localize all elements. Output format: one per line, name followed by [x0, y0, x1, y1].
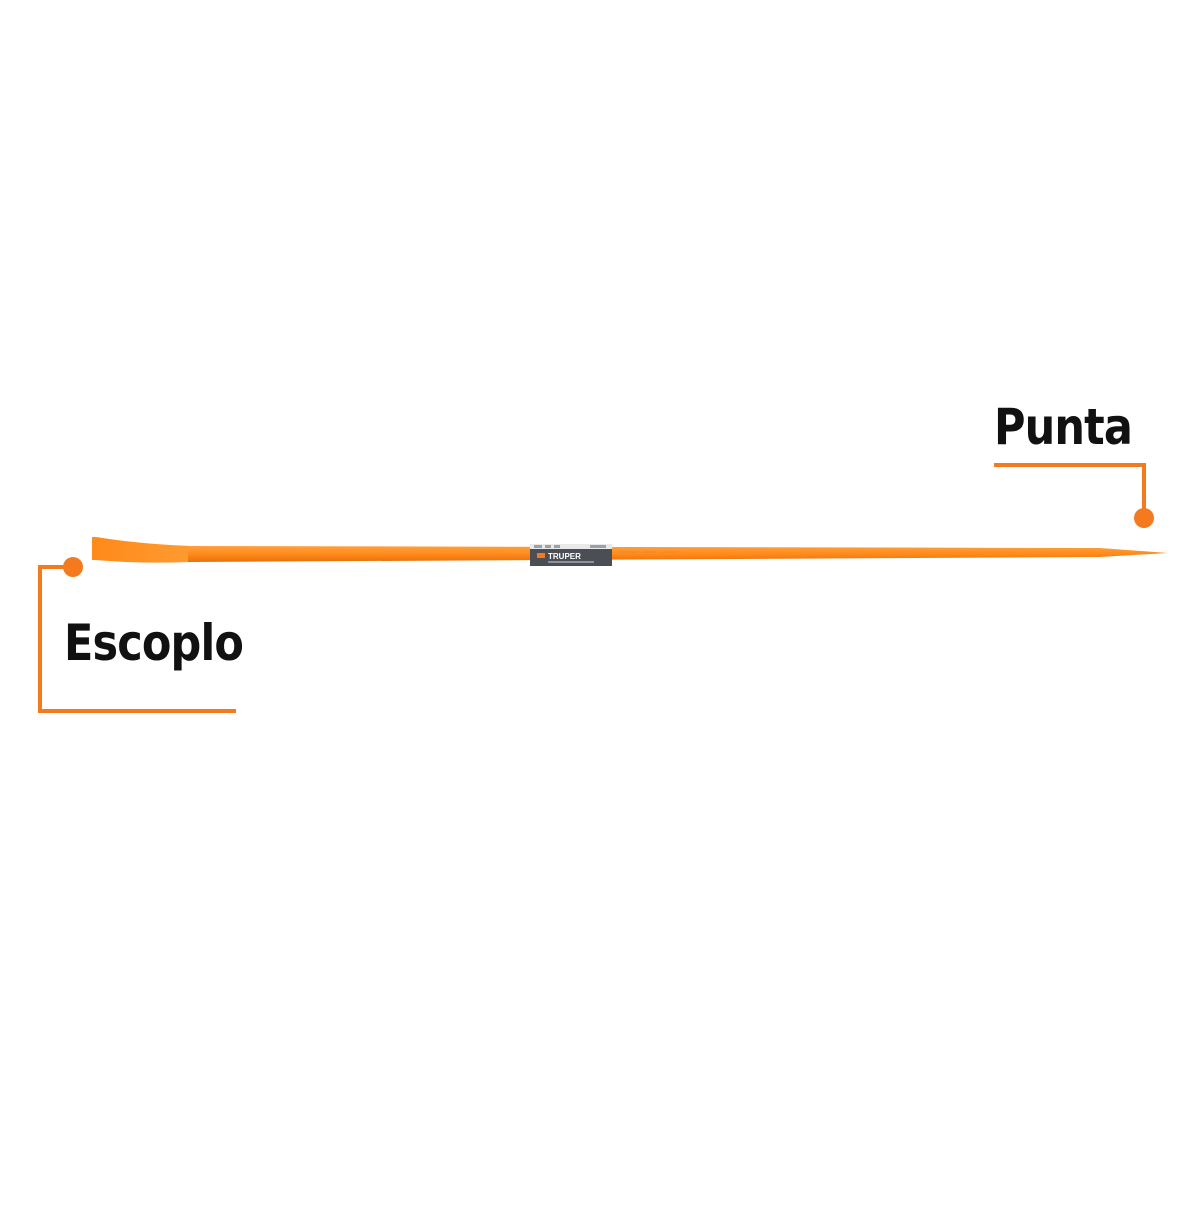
brand-logo-text: TRUPER: [548, 552, 581, 561]
escoplo-marker-dot: [63, 557, 83, 577]
punta-leader-line: [994, 463, 1146, 516]
chisel-end: [92, 537, 190, 563]
punta-marker-dot: [1134, 508, 1154, 528]
escoplo-leader-line: [38, 565, 236, 713]
engraved-marks: [620, 551, 678, 553]
product-sticker: TRUPER: [530, 544, 612, 566]
bar-shaft: [188, 546, 1168, 562]
punta-callout: [994, 463, 1154, 528]
escoplo-callout: [38, 557, 236, 713]
chisel-label: Escoplo: [64, 614, 244, 672]
pinch-bar: TRUPER: [92, 537, 1168, 566]
tip-label: Punta: [994, 398, 1133, 456]
